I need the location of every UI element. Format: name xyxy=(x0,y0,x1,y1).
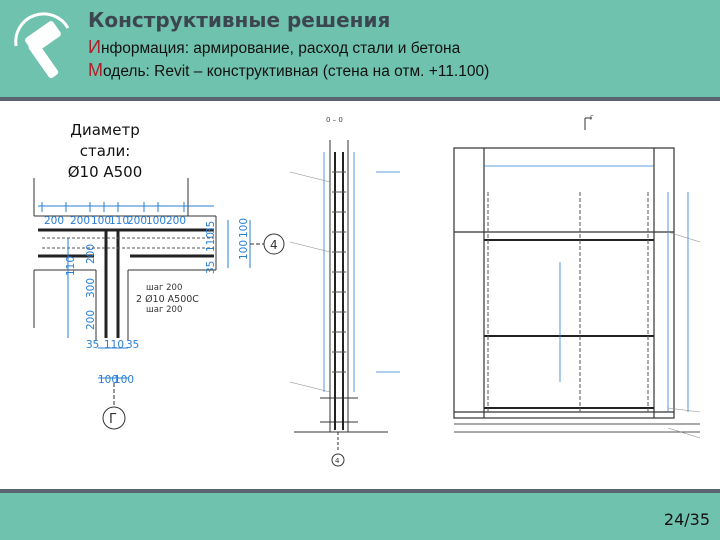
section-axis-label: 4 xyxy=(335,457,340,465)
subtitle-model-initial: М xyxy=(88,60,103,80)
plan-right-dim-2: 35 xyxy=(205,221,217,234)
plan-left-dim-1: 200 xyxy=(85,244,97,264)
plan-right-dim2-1: 100 xyxy=(238,218,250,238)
diameter-note-line3: Ø10 А500 xyxy=(67,163,143,181)
plan-right-dim-0: 35 xyxy=(205,261,217,274)
plan-top-dim-6: 200 xyxy=(166,215,186,227)
plan-top-dim-4: 200 xyxy=(127,215,147,227)
header-divider xyxy=(0,97,720,101)
footer-bar: 24/35 xyxy=(0,493,720,540)
plan-top-dim-5: 100 xyxy=(146,215,166,227)
plan-bottom-dim-0: 35 xyxy=(86,339,99,351)
subtitle-info: Информация: армирование, расход стали и … xyxy=(88,37,460,58)
elevation-label: Г xyxy=(590,115,594,122)
section-label: 0 – 0 xyxy=(326,116,343,124)
hammer-logo-icon xyxy=(8,10,82,84)
plan-bottom-dim-2: 35 xyxy=(126,339,139,351)
footer-divider xyxy=(0,489,720,493)
plan-left-dim-0: 110 xyxy=(65,256,77,276)
plan-top-dim-1: 200 xyxy=(70,215,90,227)
plan-top-dim-3: 110 xyxy=(109,215,129,227)
plan-top-dim-2: 100 xyxy=(91,215,111,227)
plan-right-dim-1: 110 xyxy=(205,232,217,252)
subtitle-model: Модель: Revit – конструктивная (стена на… xyxy=(88,60,489,81)
plan-axis-right-marker xyxy=(263,233,285,255)
plan-right-dim2-0: 100 xyxy=(238,240,250,260)
plan-left-dim-2: 300 xyxy=(85,278,97,298)
page-number: 24/35 xyxy=(663,510,710,529)
elevation-detail-drawing: Г xyxy=(440,112,720,466)
diameter-note-line2: стали: xyxy=(79,142,131,160)
plan-axis-bottom-marker xyxy=(102,406,126,430)
plan-left-dim-3: 200 xyxy=(85,310,97,330)
plan-axis-right-label: 4 xyxy=(270,238,278,252)
plan-note-bar: 2 Ø10 А500С xyxy=(136,294,199,305)
subtitle-info-text: нформация: армирование, расход стали и б… xyxy=(100,40,461,57)
diameter-note: Диаметр стали: Ø10 А500 xyxy=(60,120,150,183)
subtitle-model-text: одель: Revit – конструктивная (стена на … xyxy=(103,63,490,80)
subtitle-info-initial: И xyxy=(88,37,101,57)
plan-bottom-dim2-0: 100 xyxy=(98,374,118,386)
diameter-note-line1: Диаметр xyxy=(70,121,140,139)
plan-top-dim-0: 200 xyxy=(44,215,64,227)
section-axis-marker xyxy=(331,453,345,467)
plan-note-step1: шаг 200 xyxy=(146,283,182,293)
page-title: Конструктивные решения xyxy=(88,8,391,32)
plan-note-step2: шаг 200 xyxy=(146,305,182,315)
plan-bottom-dim-1: 110 xyxy=(104,339,124,351)
plan-axis-bottom-label: Г xyxy=(109,412,117,427)
plan-bottom-dim2-1: 100 xyxy=(114,374,134,386)
header-bar: Конструктивные решения Информация: армир… xyxy=(0,0,720,97)
plan-detail-drawing: 200 200 100 110 200 100 200 35 110 35 10… xyxy=(28,178,288,452)
section-detail-drawing: 0 – 0 xyxy=(280,112,430,476)
